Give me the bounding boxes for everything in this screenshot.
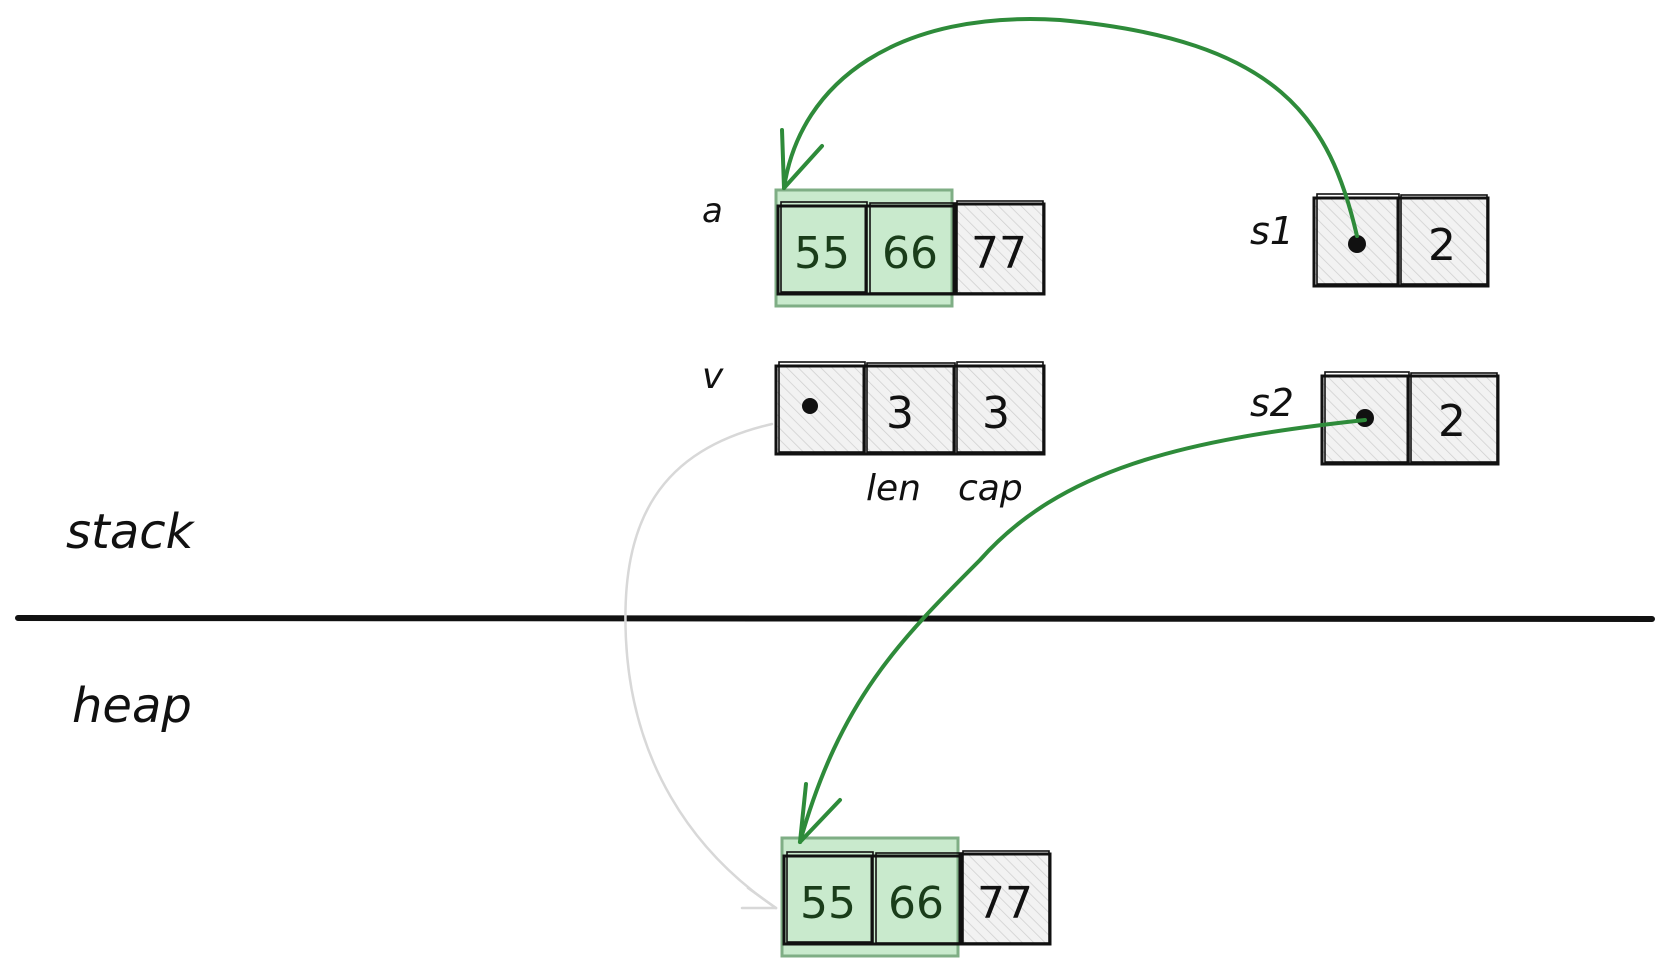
slice-v-len-value: 3 <box>886 388 914 439</box>
slice-s2-pointer-dot <box>1356 409 1374 427</box>
cap-label: cap <box>958 468 1023 509</box>
array-a-value-2: 77 <box>971 228 1027 279</box>
slice-v-ptr-cell <box>774 364 866 456</box>
slice-s2: 2 <box>1320 371 1500 466</box>
arrow-v-to-heap <box>624 422 778 910</box>
slice-s1-ptr-cell <box>1312 196 1400 288</box>
var-s2-label: s2 <box>1250 381 1294 425</box>
arrow-s1-to-a <box>780 17 1359 238</box>
slice-v-cap-cell <box>952 364 1046 456</box>
slice-s1-len-cell <box>1396 196 1490 288</box>
array-a-value-1: 66 <box>882 228 938 279</box>
array-a-highlight <box>774 188 954 308</box>
slice-s1-len-value: 2 <box>1428 220 1456 271</box>
array-a-value-0: 55 <box>794 228 850 279</box>
var-a-label: a <box>702 191 723 231</box>
heap-array-value-2: 77 <box>977 878 1033 929</box>
slice-s1: 2 <box>1312 193 1490 288</box>
var-v-label: v <box>702 356 724 397</box>
heap-label: heap <box>72 678 192 734</box>
heap-array: 55 66 77 <box>782 850 1052 946</box>
slice-v-len-cell <box>862 364 956 456</box>
slice-s2-len-value: 2 <box>1438 396 1466 447</box>
slice-s1-pointer-dot <box>1348 235 1366 253</box>
stack-heap-divider <box>15 615 1655 622</box>
array-a-cell-2 <box>952 202 1046 296</box>
heap-array-value-1: 66 <box>888 878 944 929</box>
slice-v: 3 3 <box>774 361 1046 456</box>
slice-v-pointer-dot <box>802 398 818 414</box>
var-s1-label: s1 <box>1250 209 1294 253</box>
slice-s2-len-cell <box>1406 374 1500 466</box>
arrow-s2-to-heap <box>798 418 1367 844</box>
slice-v-cap-value: 3 <box>982 388 1010 439</box>
heap-array-cell-2 <box>958 852 1052 946</box>
array-a: 55 66 77 <box>776 200 1046 296</box>
heap-array-value-0: 55 <box>800 878 856 929</box>
len-label: len <box>866 468 921 509</box>
heap-array-highlight <box>780 836 960 958</box>
stack-label: stack <box>66 504 196 560</box>
